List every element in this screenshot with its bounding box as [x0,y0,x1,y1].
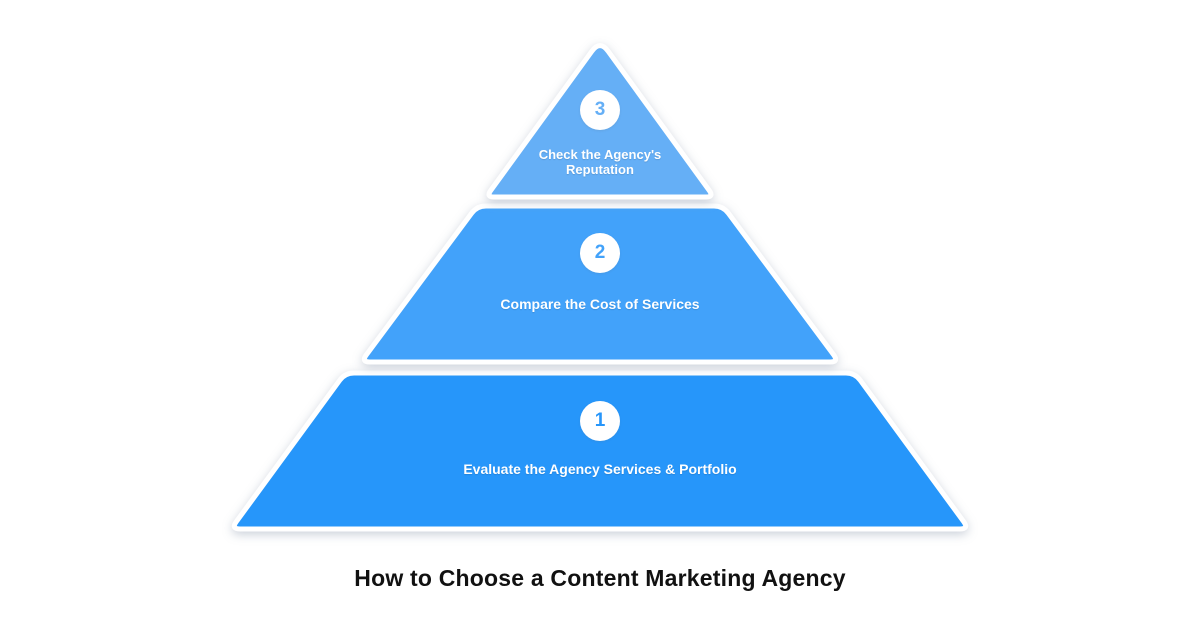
level-3-badge: 3 [580,90,620,130]
level-2-label: Compare the Cost of Services [500,296,700,312]
level-3-number: 3 [594,99,606,120]
level-1-number: 1 [594,410,606,431]
pyramid-level-2-shape [361,203,839,365]
level-1-badge: 1 [580,401,620,441]
diagram-title: How to Choose a Content Marketing Agency [354,565,846,591]
level-3-label: Check the Agency's Reputation [538,147,662,177]
level-1-label: Evaluate the Agency Services & Portfolio [463,461,737,477]
pyramid-level-1-shape [231,370,969,532]
level-2-badge: 2 [580,233,620,273]
level-2-number: 2 [594,242,606,263]
